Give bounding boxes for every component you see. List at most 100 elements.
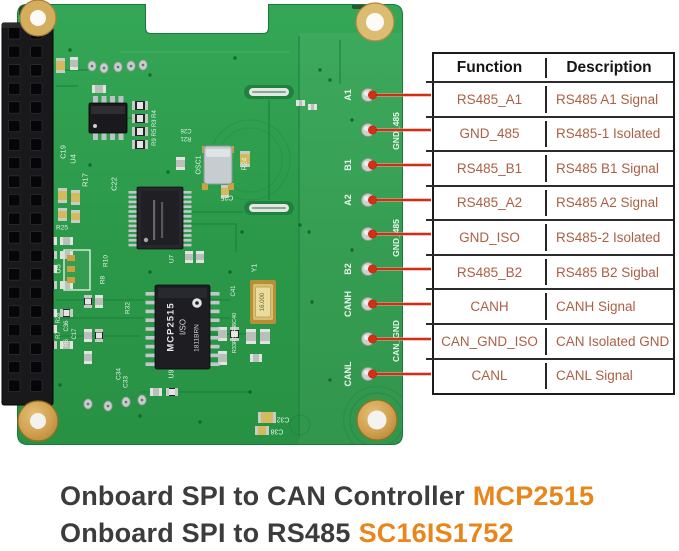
passive-end (60, 341, 63, 349)
col-header-function: Function (456, 59, 523, 76)
cell-description: RS485 B2 Sigbal (556, 264, 659, 280)
chip-pin (210, 353, 220, 358)
chip-uart-tssop (128, 186, 192, 250)
leader-dot (368, 160, 377, 170)
solder-pad (124, 400, 128, 404)
passive-cap (71, 190, 80, 205)
passive-cap (258, 412, 276, 423)
chip-pin (183, 195, 192, 199)
gpio-socket (30, 194, 43, 207)
chip-pin (183, 215, 192, 218)
gpio-socket (30, 101, 43, 114)
cell-description: CANL Signal (556, 368, 633, 384)
gpio-socket (8, 212, 21, 225)
passive-cap (255, 426, 269, 435)
gpio-socket (30, 64, 43, 77)
silkscreen-ref-u7: U7 (169, 254, 176, 263)
passive-end (84, 305, 92, 308)
gpio-socket (8, 138, 21, 151)
passive-gray (176, 157, 185, 170)
passive-components (44, 57, 317, 435)
silkscreen-ref-r8: R8 (100, 275, 107, 284)
passive-stripe (85, 298, 91, 305)
passive-end (266, 426, 269, 435)
crystal-frequency: 16.000 (260, 292, 266, 311)
function-table: Function Description RS485_A1 RS485 A1 S… (426, 52, 675, 395)
passive-end (60, 237, 63, 245)
chip-pin (128, 224, 137, 228)
chip-pin (145, 344, 155, 349)
via (350, 248, 354, 252)
silkscreen-ref-c25: C25 (220, 194, 233, 201)
passive-end (218, 351, 227, 354)
passive-end (145, 127, 148, 136)
passive-end (230, 327, 239, 330)
chip-pin (183, 191, 192, 194)
passive-stripe (137, 141, 143, 148)
silkscreen-ref-c33: C33 (123, 376, 130, 388)
passive-cap (240, 151, 250, 167)
silkscreen-ref-c26: C26 (180, 127, 192, 133)
silkscreen-ref-c36: C36 (64, 320, 70, 332)
mounting-hole (30, 413, 46, 429)
passive-end (176, 167, 185, 170)
passive-end (196, 260, 204, 263)
gpio-socket (30, 379, 43, 392)
cell-function: GND_485 (459, 126, 520, 142)
gpio-socket (8, 231, 21, 244)
passive-end (176, 157, 185, 160)
via (298, 223, 302, 227)
via (166, 170, 170, 174)
passive-end (54, 281, 57, 289)
silkscreen-ref-c38: C38 (270, 428, 283, 435)
passive-end (230, 338, 239, 341)
passive-end (196, 251, 204, 254)
leader-dot (368, 264, 377, 274)
chip-pin (183, 219, 192, 223)
passive-end (302, 100, 305, 106)
cell-description: RS485 B1 Signal (556, 160, 659, 176)
passive-end (56, 70, 65, 73)
via (240, 230, 244, 234)
passive-end (71, 220, 80, 223)
chip-pin (210, 336, 220, 340)
silkscreen-ref-osc1: OSC1 (196, 155, 203, 174)
breakout-pad (364, 370, 369, 375)
passive-end (221, 185, 229, 188)
passive-end (95, 329, 103, 332)
pcb-pad-label: B2 (343, 263, 353, 275)
mounting-hole (367, 410, 387, 430)
leader-dot (368, 369, 377, 379)
gpio-socket (30, 45, 43, 58)
passive-end (60, 251, 63, 259)
passive-cap (71, 210, 80, 223)
solder-pad (116, 65, 120, 69)
passive-end (70, 309, 73, 317)
gpio-socket (30, 212, 43, 225)
via (58, 383, 62, 387)
circular-traces (209, 119, 403, 445)
pcb-pad-label: B1 (343, 159, 353, 171)
passive-end (308, 104, 311, 110)
silkscreen-ref-r17: R17 (81, 173, 90, 187)
via (148, 270, 152, 274)
breakout-pad (364, 161, 369, 166)
leader-dot (368, 299, 377, 309)
passive-end (221, 195, 229, 198)
gpio-socket (8, 268, 21, 281)
table-row: RS485_A1 RS485 A1 Signal (426, 81, 673, 117)
passive-end (132, 140, 135, 149)
leader-dot (368, 334, 377, 344)
passive-end (58, 200, 67, 203)
passive-end (132, 127, 135, 136)
chip-pin (183, 210, 192, 213)
passive-end (259, 354, 262, 362)
chip-pin (210, 362, 220, 366)
chip-pin (145, 327, 155, 331)
silkscreen-ref-r10: R10 (103, 255, 110, 267)
gpio-socket (8, 175, 21, 188)
silkscreen-ref-r21: R21 (180, 135, 192, 141)
passive-end (314, 104, 317, 110)
chip-pin (210, 344, 220, 349)
